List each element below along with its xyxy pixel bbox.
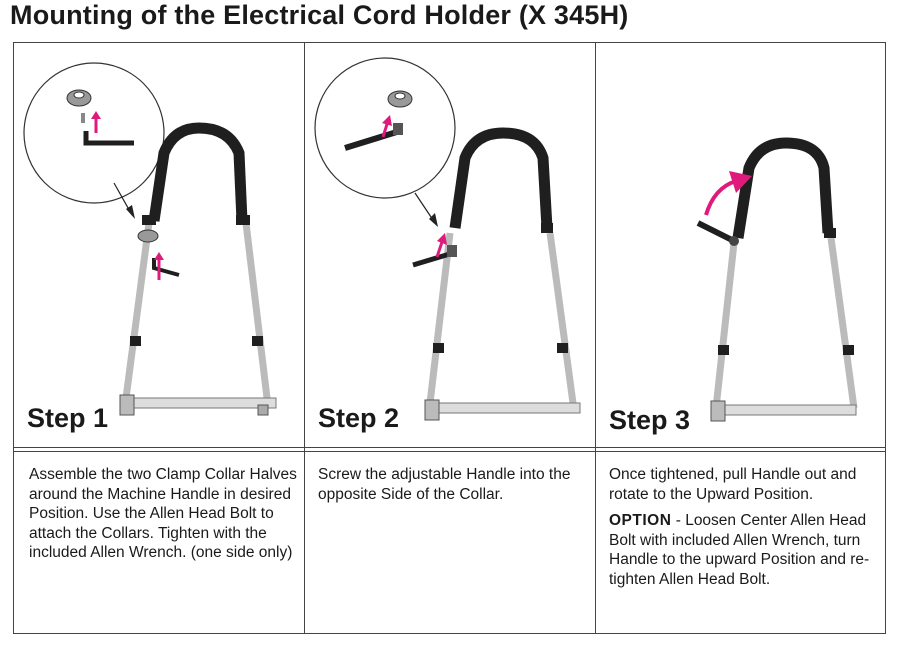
rotate-arrow (704, 171, 752, 216)
collar-assembly (137, 229, 180, 280)
column-divider (595, 42, 596, 634)
handle-frame (412, 127, 581, 421)
page-title: Mounting of the Electrical Cord Holder (… (10, 0, 629, 30)
row-divider (13, 451, 886, 452)
step1-description: Assemble the two Clamp Collar Halves aro… (29, 465, 297, 563)
step2-description: Screw the adjustable Handle into the opp… (318, 465, 590, 504)
instruction-table (13, 42, 886, 634)
step1-illustration (23, 62, 277, 416)
option-label: OPTION (609, 512, 672, 529)
handle-detail-circle (314, 57, 456, 199)
step3-text: Once tightened, pull Handle out and rota… (609, 466, 857, 503)
option-text: - Loosen Center Allen Head Bolt with inc… (609, 512, 870, 588)
step3-illustration (696, 137, 858, 422)
step3-description: Once tightened, pull Handle out and rota… (609, 465, 885, 589)
step3-label: Step 3 (609, 405, 691, 435)
step1-text: Assemble the two Clamp Collar Halves aro… (29, 466, 297, 561)
step2-label: Step 2 (318, 403, 400, 433)
step2-text: Screw the adjustable Handle into the opp… (318, 466, 571, 503)
handle-frame (119, 122, 277, 416)
step2-illustration (314, 57, 581, 421)
column-divider (304, 42, 305, 634)
step3-option: OPTION - Loosen Center Allen Head Bolt w… (609, 511, 885, 589)
row-divider (13, 447, 886, 448)
collar-detail-circle (23, 62, 165, 204)
step1-label: Step 1 (27, 403, 109, 433)
handle-frame (696, 137, 858, 422)
